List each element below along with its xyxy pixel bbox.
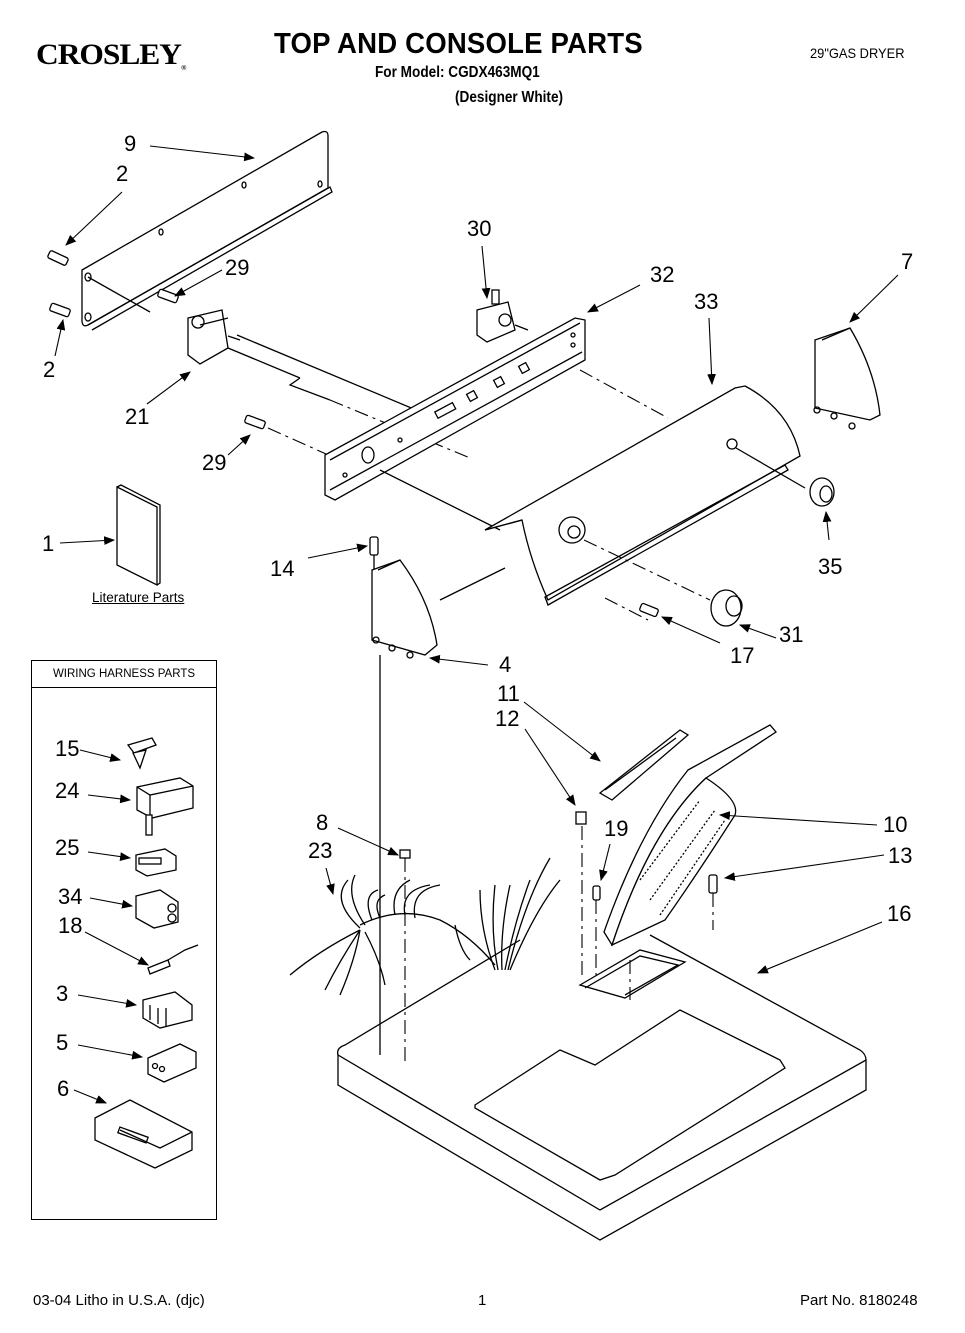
print-info: 03-04 Litho in U.S.A. (djc) <box>33 1292 205 1309</box>
callout-33: 33 <box>694 289 719 314</box>
callout-13: 13 <box>888 843 913 868</box>
harness-part-6-connector <box>94 1099 193 1169</box>
callout-12: 12 <box>495 706 520 731</box>
part-32-console-channel <box>324 317 669 531</box>
part-2-screw-upper <box>47 250 69 266</box>
part-number: Part No. 8180248 <box>800 1292 918 1309</box>
part-17-screw <box>639 602 659 618</box>
callout-19: 19 <box>604 816 629 841</box>
part-29-screw-upper <box>157 288 179 304</box>
part-13-screw <box>708 874 718 930</box>
part-19-screw <box>592 885 601 975</box>
harness-part-34-connector <box>135 889 179 929</box>
callout-harness-24: 24 <box>55 778 80 803</box>
literature-parts-label: Literature Parts <box>92 590 185 605</box>
harness-part-24-connector <box>136 777 194 836</box>
harness-part-25-connector <box>135 848 177 877</box>
part-35-knob <box>809 477 835 507</box>
part-2-screw-lower <box>49 302 71 318</box>
callout-1: 1 <box>42 531 55 556</box>
part-4-end-cap <box>371 559 438 1055</box>
callout-harness-3: 3 <box>56 981 69 1006</box>
part-10-grille <box>603 724 777 947</box>
callout-14: 14 <box>270 556 295 581</box>
part-9-bracket <box>81 130 333 331</box>
callout-harness-25: 25 <box>55 835 80 860</box>
callout-7: 7 <box>901 249 914 274</box>
callout-9: 9 <box>124 131 137 156</box>
callout-2-lower: 2 <box>43 357 56 382</box>
callout-35: 35 <box>818 554 843 579</box>
part-16-top-panel <box>337 934 867 1241</box>
wiring-harness-parts-box: WIRING HARNESS PARTS <box>31 660 217 1220</box>
part-29-screw-lower <box>244 414 336 459</box>
part-12-clip <box>575 811 587 980</box>
callout-harness-5: 5 <box>56 1030 69 1055</box>
callout-16: 16 <box>887 901 912 926</box>
callout-10: 10 <box>883 812 908 837</box>
model-number: For Model: CGDX463MQ1 <box>375 64 540 81</box>
part-31-knob <box>710 589 743 627</box>
brand-logo: CROSLEY® <box>36 38 187 72</box>
callout-29-upper: 29 <box>225 255 250 280</box>
callout-harness-15: 15 <box>55 736 80 761</box>
wiring-harness-title: WIRING HARNESS PARTS <box>32 661 216 688</box>
harness-part-5-connector <box>147 1043 197 1083</box>
callout-29-lower: 29 <box>202 450 227 475</box>
callout-8: 8 <box>316 810 329 835</box>
callout-21: 21 <box>125 404 150 429</box>
callout-30: 30 <box>467 216 492 241</box>
harness-part-15-clip <box>126 737 157 770</box>
harness-part-18-terminal <box>147 944 199 975</box>
brand-name: CROSLEY <box>36 38 182 71</box>
callout-2-upper: 2 <box>116 161 129 186</box>
callout-32: 32 <box>650 262 675 287</box>
part-8-clip <box>399 849 411 1065</box>
part-23-wiring-harness <box>289 857 561 996</box>
part-30-component <box>476 289 529 343</box>
callout-23: 23 <box>308 838 333 863</box>
callout-leaders <box>54 145 899 1104</box>
callout-harness-18: 18 <box>58 913 83 938</box>
model-variant: (Designer White) <box>455 89 564 106</box>
registered-mark: ® <box>180 64 187 72</box>
callout-harness-34: 34 <box>58 884 83 909</box>
part-7-end-cap <box>813 327 881 430</box>
part-1-literature-booklet <box>116 484 161 587</box>
product-type: 29"GAS DRYER <box>810 45 905 61</box>
callout-harness-6: 6 <box>57 1076 70 1101</box>
callout-11: 11 <box>497 681 520 706</box>
callout-4: 4 <box>499 652 512 677</box>
page-number: 1 <box>478 1292 487 1309</box>
part-11-bracket <box>598 729 690 801</box>
callout-31: 31 <box>779 622 804 647</box>
harness-part-3-connector <box>142 991 193 1029</box>
callout-17: 17 <box>730 643 755 668</box>
part-33-console-panel <box>439 385 806 621</box>
page-title: TOP AND CONSOLE PARTS <box>274 28 643 60</box>
